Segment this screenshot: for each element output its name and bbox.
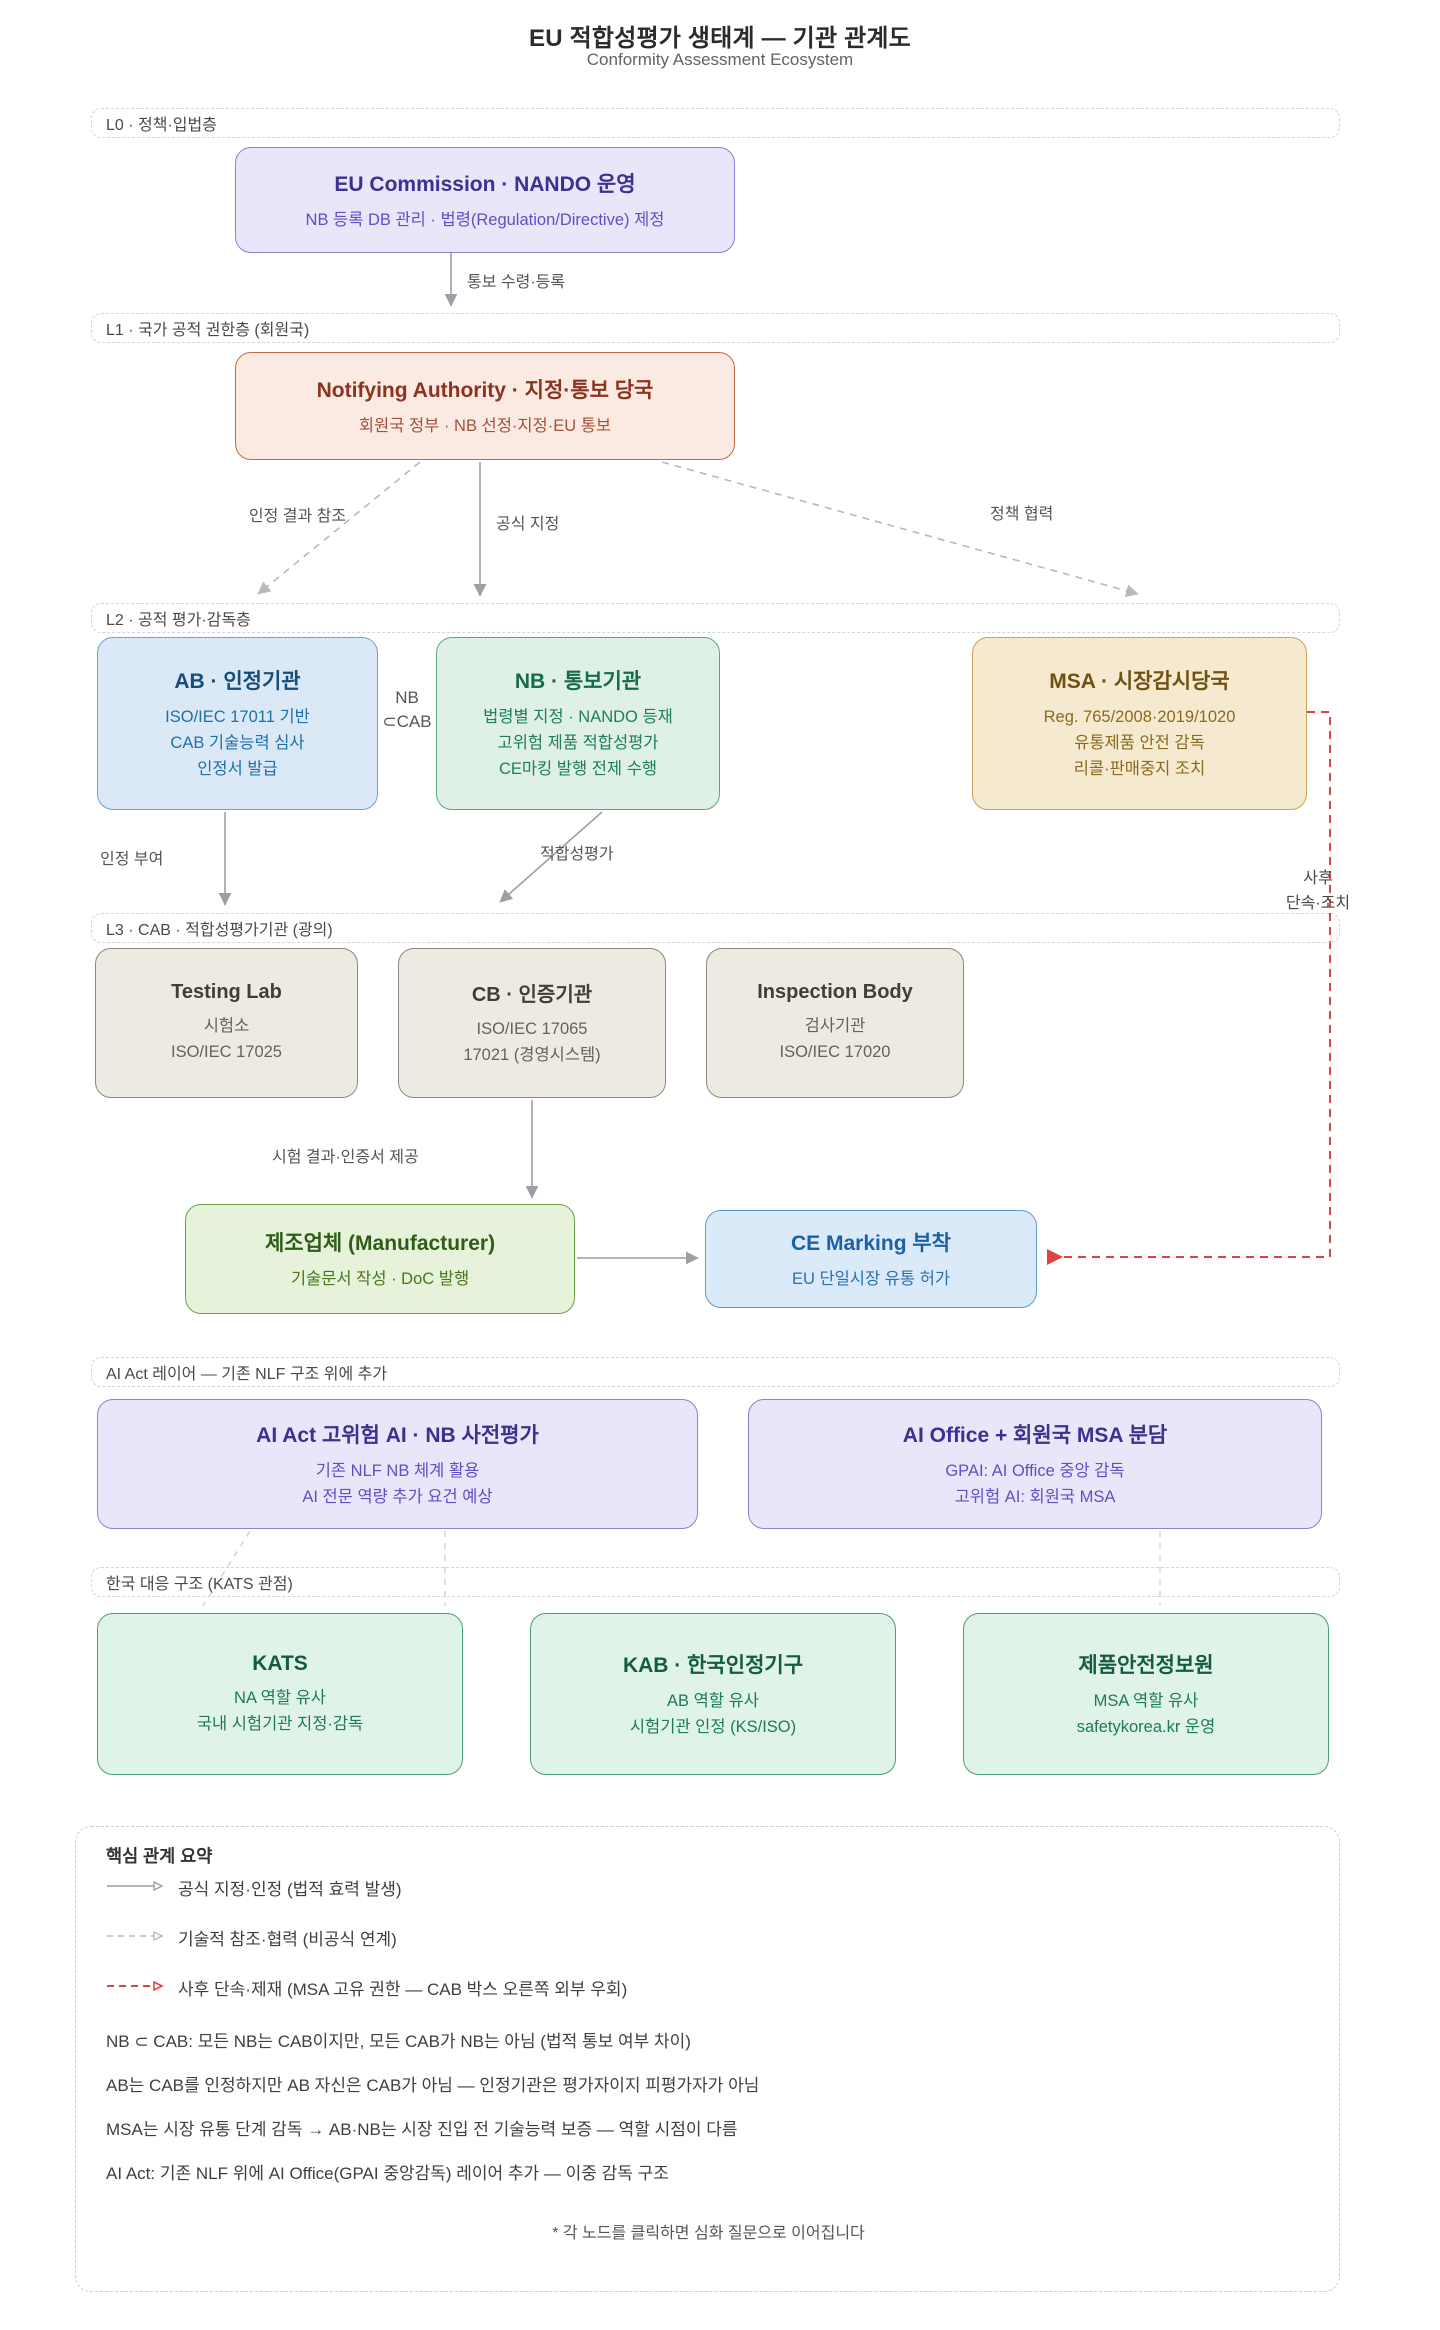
band-l0: L0 · 정책·입법층 xyxy=(91,108,1340,138)
node-kab[interactable]: KAB · 한국인정기구 AB 역할 유사 시험기관 인정 (KS/ISO) xyxy=(530,1613,896,1775)
node-line: 기존 NLF NB 체계 활용 xyxy=(315,1461,480,1480)
red-dashed-arrow-icon xyxy=(106,1978,164,1998)
node-line: 고위험 제품 적합성평가 xyxy=(497,734,659,752)
node-line: 인정서 발급 xyxy=(197,760,278,778)
node-title: 제품안전정보원 xyxy=(1078,1653,1214,1677)
edge-label-results: 시험 결과·인증서 제공 xyxy=(272,1149,419,1166)
subset-line: NB xyxy=(395,688,419,707)
node-ab-accreditation-body[interactable]: AB · 인정기관 ISO/IEC 17011 기반 CAB 기술능력 심사 인… xyxy=(97,637,378,810)
node-title: EU Commission · NANDO 운영 xyxy=(334,172,636,196)
node-line: ISO/IEC 17025 xyxy=(171,1043,282,1061)
page-subtitle: Conformity Assessment Ecosystem xyxy=(586,50,854,69)
node-title: KATS xyxy=(252,1651,308,1675)
node-line: 시험소 xyxy=(203,1017,250,1035)
node-eu-commission[interactable]: EU Commission · NANDO 운영 NB 등록 DB 관리 · 법… xyxy=(235,147,735,253)
node-line: NB 등록 DB 관리 · 법령(Regulation/Directive) 제… xyxy=(305,210,665,229)
legend-para-ab-cab: AB는 CAB를 인정하지만 AB 자신은 CAB가 아님 — 인정기관은 평가… xyxy=(106,2076,760,2095)
node-kats[interactable]: KATS NA 역할 유사 국내 시험기관 지정·감독 xyxy=(97,1613,463,1775)
node-title: CE Marking 부착 xyxy=(791,1231,951,1255)
edge-label-assessment: 적합성평가 xyxy=(540,846,614,863)
node-msa-market-surveillance[interactable]: MSA · 시장감시당국 Reg. 765/2008·2019/1020 유통제… xyxy=(972,637,1307,810)
legend-row-label: 공식 지정·인정 (법적 효력 발생) xyxy=(178,1880,402,1899)
node-line: 17021 (경영시스템) xyxy=(463,1046,601,1064)
node-line: 회원국 정부 · NB 선정·지정·EU 통보 xyxy=(358,416,612,435)
node-title: Testing Lab xyxy=(171,981,282,1003)
node-ai-act-high-risk[interactable]: AI Act 고위험 AI · NB 사전평가 기존 NLF NB 체계 활용 … xyxy=(97,1399,698,1529)
legend-para-msa: MSA는 시장 유통 단계 감독 → AB·NB는 시장 진입 전 기술능력 보… xyxy=(106,2120,738,2139)
node-inspection-body[interactable]: Inspection Body 검사기관 ISO/IEC 17020 xyxy=(706,948,964,1098)
edge-label-policy: 정책 협력 xyxy=(990,506,1054,523)
legend: 핵심 관계 요약 공식 지정·인정 (법적 효력 발생) 기술적 참조·협력 (… xyxy=(75,1826,1340,2292)
node-line: 국내 시험기관 지정·감독 xyxy=(196,1714,364,1733)
node-line: GPAI: AI Office 중앙 감독 xyxy=(945,1461,1125,1480)
nb-subset-cab-label: NB ⊂CAB xyxy=(375,686,439,734)
legend-row-label: 사후 단속·제재 (MSA 고유 권한 — CAB 박스 오른쪽 외부 우회) xyxy=(178,1980,628,1999)
node-title: AB · 인정기관 xyxy=(174,670,301,693)
subset-line: ⊂CAB xyxy=(382,712,432,731)
node-line: ISO/IEC 17020 xyxy=(779,1043,891,1061)
node-line: EU 단일시장 유통 허가 xyxy=(791,1269,951,1288)
node-title: CB · 인증기관 xyxy=(471,984,593,1006)
legend-note: * 각 노드를 클릭하면 심화 질문으로 이어집니다 xyxy=(552,2225,865,2242)
edge-label-accredit: 인정 부여 xyxy=(100,851,164,868)
node-nb-notified-body[interactable]: NB · 통보기관 법령별 지정 · NANDO 등재 고위험 제품 적합성평가… xyxy=(436,637,720,810)
edge-label-designate: 공식 지정 xyxy=(496,516,560,533)
node-certification-body[interactable]: CB · 인증기관 ISO/IEC 17065 17021 (경영시스템) xyxy=(398,948,666,1098)
node-line: 시험기관 인정 (KS/ISO) xyxy=(629,1717,797,1736)
band-ai-act: AI Act 레이어 — 기존 NLF 구조 위에 추가 xyxy=(91,1357,1340,1387)
node-notifying-authority[interactable]: Notifying Authority · 지정·통보 당국 회원국 정부 · … xyxy=(235,352,735,460)
edge-label-ref: 인정 결과 참조 xyxy=(248,508,347,525)
edge-ref xyxy=(257,461,421,595)
node-line: NA 역할 유사 xyxy=(234,1688,326,1707)
solid-arrow-icon xyxy=(106,1878,164,1898)
band-korea: 한국 대응 구조 (KATS 관점) xyxy=(91,1567,1340,1597)
node-ce-marking[interactable]: CE Marking 부착 EU 단일시장 유통 허가 xyxy=(705,1210,1037,1308)
node-title: AI Act 고위험 AI · NB 사전평가 xyxy=(256,1423,539,1447)
node-ai-office-msa[interactable]: AI Office + 회원국 MSA 분담 GPAI: AI Office 중… xyxy=(748,1399,1322,1529)
node-title: KAB · 한국인정기구 xyxy=(622,1653,804,1677)
legend-heading: 핵심 관계 요약 xyxy=(106,1846,213,1866)
node-line: 검사기관 xyxy=(804,1017,866,1035)
post-label-line: 사후 xyxy=(1303,870,1333,887)
node-title: NB · 통보기관 xyxy=(514,670,642,693)
edge-label-notify: 통보 수령·등록 xyxy=(467,274,566,291)
node-title: Notifying Authority · 지정·통보 당국 xyxy=(316,378,654,402)
legend-para-ai-act: AI Act: 기존 NLF 위에 AI Office(GPAI 중앙감독) 레… xyxy=(106,2164,669,2183)
band-l2: L2 · 공적 평가·감독층 xyxy=(91,603,1340,633)
node-line: AI 전문 역량 추가 요건 예상 xyxy=(302,1487,493,1506)
node-line: ISO/IEC 17011 기반 xyxy=(165,708,310,726)
node-line: 기술문서 작성 · DoC 발행 xyxy=(290,1269,470,1288)
node-line: CE마킹 발행 전제 수행 xyxy=(498,760,658,778)
node-line: safetykorea.kr 운영 xyxy=(1076,1717,1216,1736)
node-title: 제조업체 (Manufacturer) xyxy=(264,1231,496,1255)
node-line: Reg. 765/2008·2019/1020 xyxy=(1043,708,1236,726)
page-title: EU 적합성평가 생태계 — 기관 관계도 xyxy=(529,25,911,52)
legend-para-nb-cab: NB ⊂ CAB: 모든 NB는 CAB이지만, 모든 CAB가 NB는 아님 … xyxy=(106,2032,691,2051)
node-line: 법령별 지정 · NANDO 등재 xyxy=(483,708,673,726)
node-title: AI Office + 회원국 MSA 분담 xyxy=(902,1423,1168,1447)
edge-label-post-enforcement: 사후 단속·조치 xyxy=(1238,866,1398,916)
band-l3: L3 · CAB · 적합성평가기관 (광의) xyxy=(91,913,1340,943)
node-title: MSA · 시장감시당국 xyxy=(1049,670,1230,693)
node-line: ISO/IEC 17065 xyxy=(476,1020,588,1038)
node-manufacturer[interactable]: 제조업체 (Manufacturer) 기술문서 작성 · DoC 발행 xyxy=(185,1204,575,1314)
node-title: Inspection Body xyxy=(757,981,913,1003)
node-line: CAB 기술능력 심사 xyxy=(170,734,305,752)
node-line: 고위험 AI: 회원국 MSA xyxy=(954,1487,1116,1506)
node-line: 리콜·판매중지 조치 xyxy=(1073,760,1206,778)
node-line: MSA 역할 유사 xyxy=(1093,1691,1199,1710)
post-label-line: 단속·조치 xyxy=(1285,895,1351,912)
node-line: AB 역할 유사 xyxy=(667,1691,759,1710)
node-testing-lab[interactable]: Testing Lab 시험소 ISO/IEC 17025 xyxy=(95,948,358,1098)
legend-row-label: 기술적 참조·협력 (비공식 연계) xyxy=(178,1930,397,1949)
edge-policy xyxy=(661,461,1139,597)
band-l1: L1 · 국가 공적 권한층 (회원국) xyxy=(91,313,1340,343)
node-line: 유통제품 안전 감독 xyxy=(1074,734,1205,752)
node-product-safety-agency[interactable]: 제품안전정보원 MSA 역할 유사 safetykorea.kr 운영 xyxy=(963,1613,1329,1775)
dashed-arrow-icon xyxy=(106,1928,164,1948)
